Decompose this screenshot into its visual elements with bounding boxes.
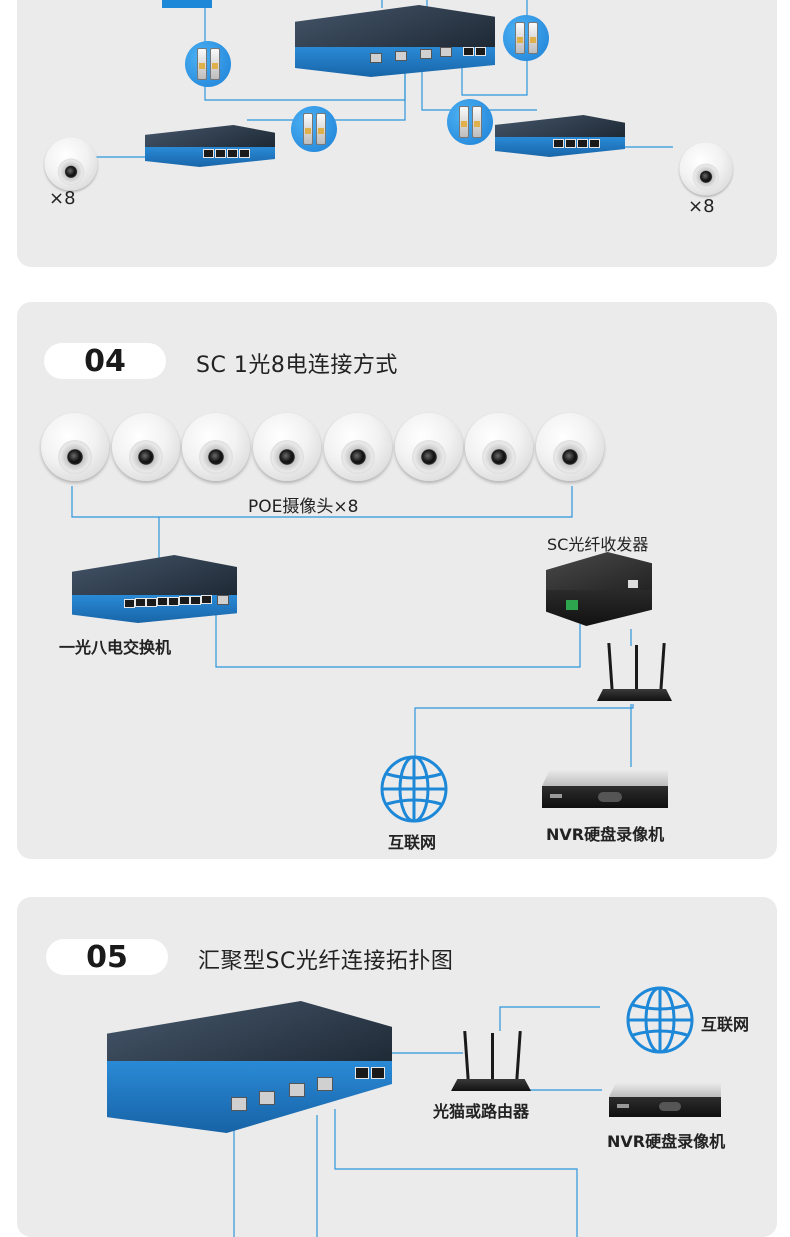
switch-label: 一光八电交换机 xyxy=(59,638,172,657)
camera-count-label: ×8 xyxy=(688,196,715,217)
dome-camera-icon xyxy=(41,413,109,481)
nvr-recorder-icon xyxy=(542,770,668,814)
dome-camera-icon xyxy=(111,413,180,481)
dome-camera-icon xyxy=(253,413,322,481)
sfp-module-icon xyxy=(503,15,549,61)
dome-camera-icon xyxy=(535,413,604,481)
section-number-badge: 04 xyxy=(44,343,166,379)
dome-camera-icon xyxy=(465,413,534,481)
dome-camera-icon xyxy=(323,413,392,481)
section-title: 汇聚型SC光纤连接拓扑图 xyxy=(198,949,454,974)
router-label: 光猫或路由器 xyxy=(433,1102,530,1121)
media-converter-icon xyxy=(546,552,652,628)
topology-panel-04: 04 SC 1光8电连接方式 POE摄像头×8 一光八电交换机 SC光纤收发器 xyxy=(17,302,777,859)
dome-camera-icon xyxy=(182,413,251,481)
camera-count-label: ×8 xyxy=(45,0,72,3)
sfp-module-icon xyxy=(291,106,337,152)
topology-panel-03: ×8 ×8 ×8 xyxy=(17,0,777,267)
internet-label: 互联网 xyxy=(701,1015,750,1034)
network-switch-icon xyxy=(72,555,237,627)
dome-camera-icon xyxy=(679,142,733,196)
wifi-router-icon xyxy=(597,642,672,705)
section-title: SC 1光8电连接方式 xyxy=(196,353,398,378)
globe-icon xyxy=(626,986,694,1054)
connection-lines xyxy=(71,486,634,767)
sfp-module-icon xyxy=(447,99,493,145)
network-switch-icon xyxy=(145,125,275,170)
network-switch-icon xyxy=(107,1001,392,1137)
internet-label: 互联网 xyxy=(388,833,437,852)
camera-count-label: ×8 xyxy=(49,188,76,209)
nvr-label: NVR硬盘录像机 xyxy=(607,1132,726,1151)
dome-camera-icon xyxy=(394,413,463,481)
camera-count-label: ×8 xyxy=(698,0,725,3)
network-switch-icon xyxy=(162,0,212,8)
network-switch-icon xyxy=(495,115,625,160)
wifi-router-icon xyxy=(451,1030,531,1095)
network-switch-icon xyxy=(295,5,495,85)
section-number-badge: 05 xyxy=(46,939,168,975)
sfp-module-icon xyxy=(185,41,231,87)
topology-panel-05: 05 汇聚型SC光纤连接拓扑图 光猫或路由器 xyxy=(17,897,777,1237)
nvr-recorder-icon xyxy=(609,1083,721,1123)
nvr-label: NVR硬盘录像机 xyxy=(546,825,665,844)
cameras-label: POE摄像头×8 xyxy=(248,497,359,517)
converter-label: SC光纤收发器 xyxy=(547,535,649,554)
globe-icon xyxy=(380,755,448,823)
dome-camera-icon xyxy=(44,137,98,191)
